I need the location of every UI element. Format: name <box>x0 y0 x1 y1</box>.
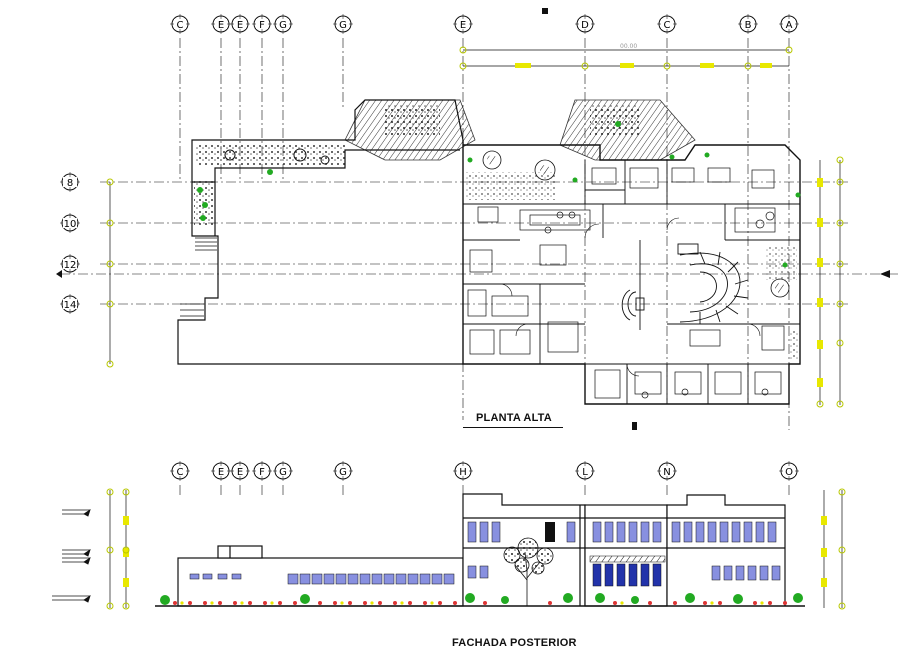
svg-text:B: B <box>745 20 752 31</box>
svg-text:H: H <box>459 467 467 478</box>
svg-text:G: G <box>339 467 347 478</box>
axis-bubble: N <box>657 461 677 481</box>
dark-panel <box>545 522 555 542</box>
axis-bubble: E <box>211 461 231 481</box>
tree-icon <box>503 537 554 606</box>
axis-bubble: E <box>211 14 231 34</box>
elevation-grid-axes <box>179 485 790 495</box>
plan-left-axis-bubbles: 8 10 12 14 <box>60 172 80 314</box>
dimension-text: 00.00 <box>620 43 637 50</box>
dimension-ticks <box>106 46 844 408</box>
svg-text:E: E <box>460 20 466 31</box>
svg-text:C: C <box>664 20 671 31</box>
plan-title-underline <box>463 427 563 428</box>
section-markers <box>56 8 890 430</box>
axis-bubble: D <box>575 14 595 34</box>
elevation-level-markers <box>52 509 91 603</box>
axis-bubble: E <box>230 461 250 481</box>
svg-text:A: A <box>786 20 793 31</box>
svg-text:G: G <box>279 467 287 478</box>
axis-bubble: O <box>779 461 799 481</box>
elevation-windows-lower <box>592 563 662 587</box>
axis-bubble: C <box>170 461 190 481</box>
axis-bubble: 12 <box>60 254 80 274</box>
axis-bubble: C <box>170 14 190 34</box>
axis-bubble: H <box>453 461 473 481</box>
svg-text:E: E <box>218 20 224 31</box>
axis-bubble: E <box>230 14 250 34</box>
elevation-title: FACHADA POSTERIOR <box>452 637 577 649</box>
svg-text:G: G <box>279 20 287 31</box>
plan-spiral-stair <box>639 240 749 330</box>
svg-text:L: L <box>582 467 588 478</box>
west-wing-planting <box>194 145 346 225</box>
axis-bubble: B <box>738 14 758 34</box>
elevation-windows-west <box>189 573 455 585</box>
plan-doors <box>499 217 761 377</box>
svg-text:10: 10 <box>64 219 77 230</box>
svg-text:C: C <box>177 20 184 31</box>
plan-dimension-lines <box>109 49 841 405</box>
elevation-windows-east <box>467 565 781 581</box>
elevation-top-axis-bubbles: C E E F G G H L N O <box>170 461 799 481</box>
svg-text:C: C <box>177 467 184 478</box>
elevation-shrubs <box>160 593 803 605</box>
svg-text:O: O <box>785 467 793 478</box>
elevation-dimension-ticks <box>106 488 846 610</box>
plan-fan-planters <box>344 99 696 161</box>
plan-grid-axes <box>60 38 900 430</box>
plan-furniture <box>467 167 785 399</box>
plan-top-axis-bubbles: C E E F G G E D C B A <box>170 14 799 34</box>
plan-reception <box>621 289 645 321</box>
svg-text:F: F <box>259 20 265 31</box>
svg-text:14: 14 <box>64 300 77 311</box>
axis-bubble: G <box>333 14 353 34</box>
axis-bubble: G <box>333 461 353 481</box>
plan-vegetation <box>465 150 801 360</box>
plan-title: PLANTA ALTA <box>476 412 552 424</box>
axis-bubble: C <box>657 14 677 34</box>
svg-text:E: E <box>237 467 243 478</box>
axis-bubble: G <box>273 461 293 481</box>
axis-bubble: F <box>252 14 272 34</box>
axis-bubble: E <box>453 14 473 34</box>
elevation-building <box>177 493 786 607</box>
svg-text:12: 12 <box>64 260 77 271</box>
axis-bubble: 10 <box>60 213 80 233</box>
svg-text:D: D <box>581 20 589 31</box>
west-wing-stair <box>180 237 217 317</box>
svg-text:E: E <box>218 467 224 478</box>
svg-text:E: E <box>237 20 243 31</box>
svg-text:G: G <box>339 20 347 31</box>
entrance-canopy <box>589 555 666 563</box>
elevation-dimension-lines <box>109 490 843 608</box>
elevation-windows-upper <box>467 521 777 543</box>
dimension-tags <box>515 63 823 387</box>
axis-bubble: A <box>779 14 799 34</box>
axis-bubble: F <box>252 461 272 481</box>
plan-interior-walls <box>463 160 800 404</box>
axis-bubble: 8 <box>60 172 80 192</box>
plan-main-block <box>462 140 801 405</box>
svg-text:8: 8 <box>67 178 73 189</box>
svg-text:F: F <box>259 467 265 478</box>
axis-bubble: L <box>575 461 595 481</box>
axis-bubble: 14 <box>60 294 80 314</box>
axis-bubble: G <box>273 14 293 34</box>
svg-text:N: N <box>663 467 670 478</box>
